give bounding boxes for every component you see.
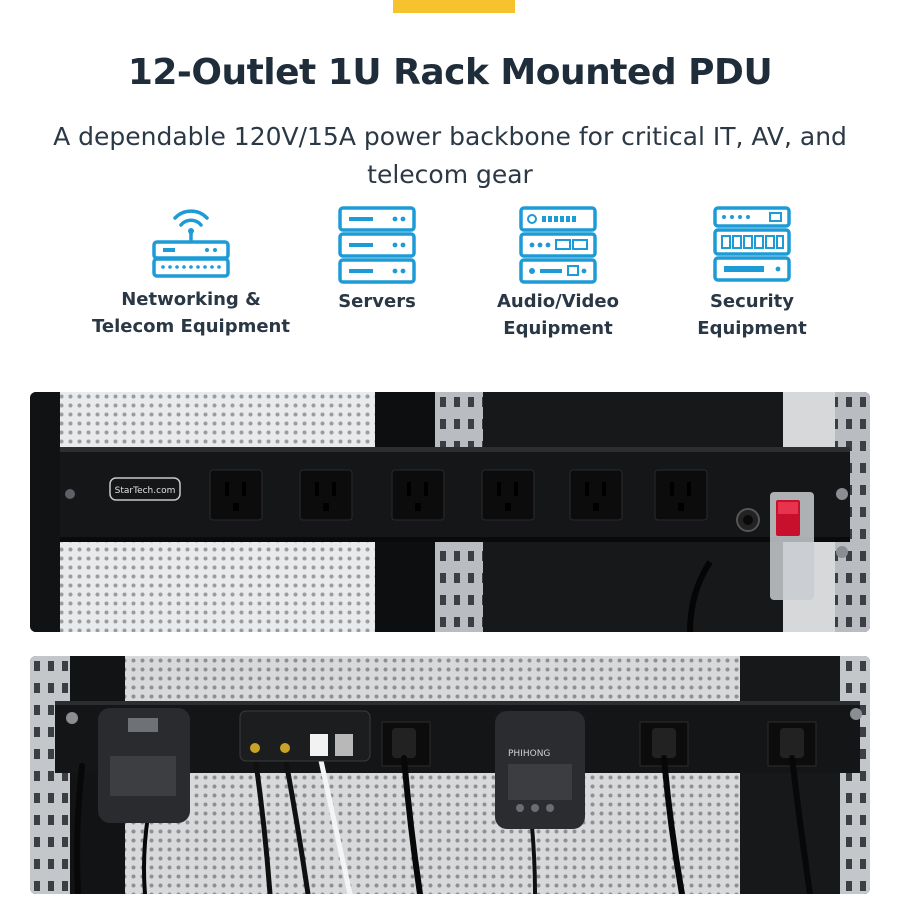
use-case-networking: Networking & Telecom Equipment xyxy=(81,196,301,340)
pdu-in-use-illustration: PHIHONG xyxy=(30,656,870,894)
server-icon xyxy=(338,206,416,284)
security-equipment-icon xyxy=(713,206,791,282)
outlet-row xyxy=(209,469,708,521)
use-case-label: Servers xyxy=(338,291,416,312)
page-title: 12-Outlet 1U Rack Mounted PDU xyxy=(127,52,773,93)
av-equipment-icon xyxy=(519,206,597,284)
pdu-front-illustration: StarTech.com xyxy=(30,392,870,632)
use-case-label: Audio/Video Equipment xyxy=(497,291,619,339)
photo-pdu-front: StarTech.com xyxy=(30,392,870,632)
outlet-row xyxy=(381,721,817,767)
adapter-brand-label: PHIHONG xyxy=(508,749,550,759)
pdu-chassis xyxy=(60,447,850,542)
use-case-label: Networking & Telecom Equipment xyxy=(92,289,290,337)
use-case-label: Security Equipment xyxy=(697,291,807,339)
use-case-audio-video: Audio/Video Equipment xyxy=(448,196,668,342)
pdu-brand-label: StarTech.com xyxy=(115,486,176,496)
router-icon xyxy=(152,209,230,278)
accent-bar xyxy=(393,0,515,13)
photo-pdu-in-use: PHIHONG xyxy=(30,656,870,894)
page-subtitle: A dependable 120V/15A power backbone for… xyxy=(53,122,847,189)
use-case-security: Security Equipment xyxy=(642,196,862,342)
use-case-servers: Servers xyxy=(267,196,487,315)
